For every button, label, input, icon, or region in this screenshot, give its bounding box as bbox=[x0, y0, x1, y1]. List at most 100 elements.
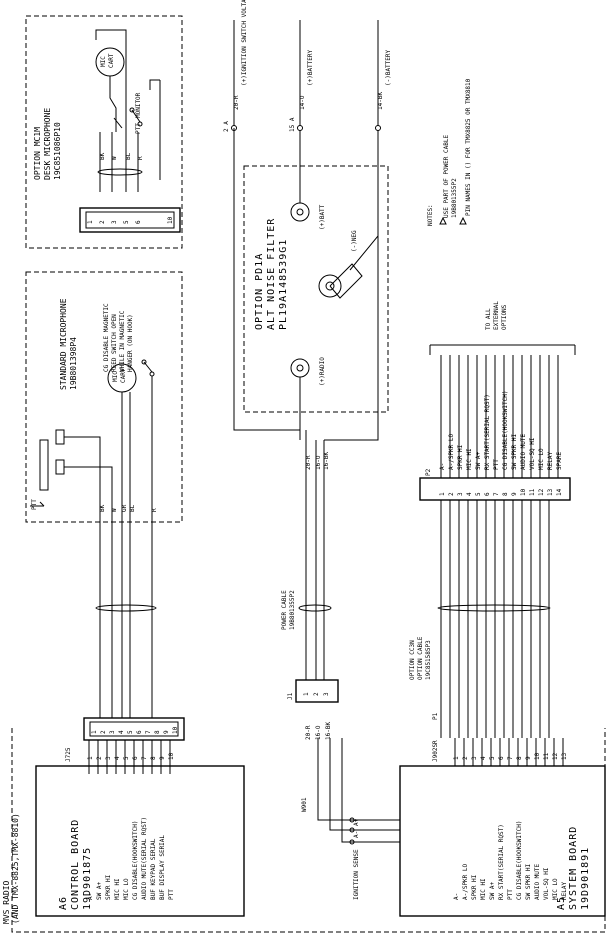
p2-pin-label-10: AUDIO MUTE bbox=[520, 433, 527, 470]
j1-pin-2: 2 bbox=[313, 692, 320, 696]
notes-block: NOTES: bbox=[427, 204, 434, 226]
radio-terminal-icon bbox=[290, 358, 310, 378]
sb-pin-number-3: 3 bbox=[471, 756, 478, 760]
p2-pin-number-6: 6 bbox=[484, 492, 491, 496]
svg-text:OPTIONS: OPTIONS bbox=[501, 304, 508, 330]
w901-terminal-2 bbox=[349, 827, 355, 833]
cb-pin-number-8: 8 bbox=[150, 756, 157, 760]
svg-text:SYSTEM BOARD: SYSTEM BOARD bbox=[568, 826, 579, 910]
svg-text:19D901875: 19D901875 bbox=[82, 847, 93, 910]
p2-pin-number-9: 9 bbox=[511, 492, 518, 496]
w901-wire-label-2: 16-O bbox=[315, 725, 322, 740]
sb-pin-number-10: 10 bbox=[534, 752, 541, 760]
cb-header-pin-10: 10 bbox=[172, 726, 179, 734]
svg-text:STANDARD MICROPHONE: STANDARD MICROPHONE bbox=[59, 298, 68, 390]
sb-pin-number-5: 5 bbox=[489, 756, 496, 760]
j1-connector bbox=[295, 679, 339, 703]
desk-mic-wire-label-bl: BL bbox=[125, 152, 132, 160]
system-board bbox=[399, 765, 606, 917]
standard-mic-cable-tie bbox=[95, 604, 157, 612]
note-1-marker-icon bbox=[439, 216, 447, 225]
w901-pin-a-minus: A- bbox=[353, 831, 360, 838]
desk-conn-pin-2: 2 bbox=[99, 220, 106, 224]
desk-mic-cart-label-1: MIC bbox=[100, 56, 107, 67]
desk-conn-pin-5: 5 bbox=[123, 220, 130, 224]
p2-pin-label-3: SPKR HI bbox=[457, 444, 464, 470]
svg-text:19B801398P4: 19B801398P4 bbox=[69, 337, 78, 390]
p2-pin-number-4: 4 bbox=[466, 492, 473, 496]
svg-text:CONTROL BOARD: CONTROL BOARD bbox=[70, 819, 81, 910]
standard-mic-ptt-icon bbox=[30, 429, 65, 507]
note-2: PIN NAMES IN () FOR TMX8825 OR TMX8810 bbox=[465, 78, 472, 216]
w901-terminal-3 bbox=[349, 839, 355, 845]
pc-wire-label-1: 20-R bbox=[305, 455, 312, 470]
p2-pin-label-2: A-/SPKR LO bbox=[448, 433, 455, 470]
power-terminal-wire-3: 14-BK bbox=[377, 92, 384, 110]
pc-wire-label-3: 16-BK bbox=[323, 452, 330, 470]
sb-pin-number-1: 1 bbox=[453, 756, 460, 760]
std-mic-wire-label-bk: BK bbox=[99, 504, 106, 512]
cb-header-pin-2: 2 bbox=[100, 730, 107, 734]
cb-pin-label-1: A- bbox=[87, 893, 94, 900]
noise-filter-title: OPTION PD1A ALT NOISE FILTER PL19A148539… bbox=[254, 218, 289, 330]
cb-pin-label-3: SPKR HI bbox=[105, 874, 112, 900]
power-terminal-label-3: (-)BATTERY bbox=[385, 49, 392, 86]
power-cable-terminals: 20-R2 A(+)IGNITION SWITCH VOLTAGE14-O15 … bbox=[223, 0, 392, 132]
desk-mic-box bbox=[25, 15, 183, 249]
w901-wire-3 bbox=[341, 738, 400, 843]
p2-pin-number-10: 10 bbox=[520, 488, 527, 496]
svg-text:19B801355P2: 19B801355P2 bbox=[289, 590, 296, 630]
pc-wire-label-2: 16-O bbox=[315, 455, 322, 470]
desk-mic-connector-inner bbox=[85, 211, 175, 229]
w901-label: W901 bbox=[301, 797, 308, 812]
power-cable-tie bbox=[298, 604, 332, 612]
option-cable-label: OPTION CC3N OPTION CABLE 19C851585P3 bbox=[409, 636, 432, 680]
p1-label: P1 bbox=[432, 712, 439, 720]
sb-pin-number-2: 2 bbox=[462, 756, 469, 760]
cb-header-pin-7: 7 bbox=[145, 730, 152, 734]
control-board bbox=[35, 765, 245, 917]
p2-pin-label-14: SPARE bbox=[556, 452, 563, 470]
svg-text:REED SWITCH OPEN: REED SWITCH OPEN bbox=[111, 314, 118, 372]
svg-text:USE PART OF POWER CABLE: USE PART OF POWER CABLE bbox=[443, 135, 450, 218]
desk-mic-switch-icons bbox=[95, 29, 161, 180]
svg-text:HANGER (ON HOOK): HANGER (ON HOOK) bbox=[127, 314, 134, 372]
reed-switch-contact-2 bbox=[149, 371, 155, 377]
standard-mic-cart-label-2: CART bbox=[120, 368, 127, 383]
cb-pin-number-4: 4 bbox=[114, 756, 121, 760]
desk-mic-wire-label-w: W bbox=[111, 156, 118, 160]
cb-pin-number-2: 2 bbox=[96, 756, 103, 760]
sb-pin-label-9: SW SPKR HI bbox=[525, 863, 532, 900]
svg-text:A6: A6 bbox=[58, 896, 69, 910]
power-terminal-fuse-1: 2 A bbox=[223, 121, 230, 132]
p2-pin-number-11: 11 bbox=[529, 488, 536, 496]
p2-pin-number-14: 14 bbox=[556, 488, 563, 496]
p2-pin-label-11: VOL-SQ HI bbox=[529, 437, 536, 470]
system-board-title: A5 SYSTEM BOARD 19D901891 bbox=[556, 826, 591, 910]
cb-header-connector bbox=[83, 717, 185, 741]
sb-pin-label-10: AUDIO MUTE bbox=[534, 863, 541, 900]
neg-terminal-center bbox=[325, 281, 335, 291]
sb-pin-label-11: VOL-SQ HI bbox=[543, 867, 550, 900]
sb-pin-number-12: 12 bbox=[552, 752, 559, 760]
std-mic-wire-label-gr: GR bbox=[121, 504, 128, 512]
svg-text:NOTES:: NOTES: bbox=[427, 204, 434, 226]
w901-pin-ignition: IGNITION SENSE bbox=[353, 849, 360, 900]
power-terminal-wire-2: 14-O bbox=[299, 95, 306, 110]
cb-pin-number-3: 3 bbox=[105, 756, 112, 760]
reed-switch-contact-1 bbox=[141, 359, 147, 365]
j725-label: J725 bbox=[65, 747, 72, 762]
svg-text:TO ALL: TO ALL bbox=[485, 308, 492, 330]
j1-pin-3: 3 bbox=[323, 692, 330, 696]
p2-pin-label-1: A- bbox=[439, 463, 446, 470]
neg-terminal-icon bbox=[318, 274, 342, 298]
p2-pin-label-8: CG DISABLE(HOOKSWITCH) bbox=[502, 391, 509, 470]
cb-pin-label-5: MIC LO bbox=[123, 878, 130, 900]
svg-text:19C851086P10: 19C851086P10 bbox=[53, 122, 62, 180]
p2-pin-label-9: SW SPKR HI bbox=[511, 433, 518, 470]
standard-mic-cable bbox=[99, 500, 153, 718]
